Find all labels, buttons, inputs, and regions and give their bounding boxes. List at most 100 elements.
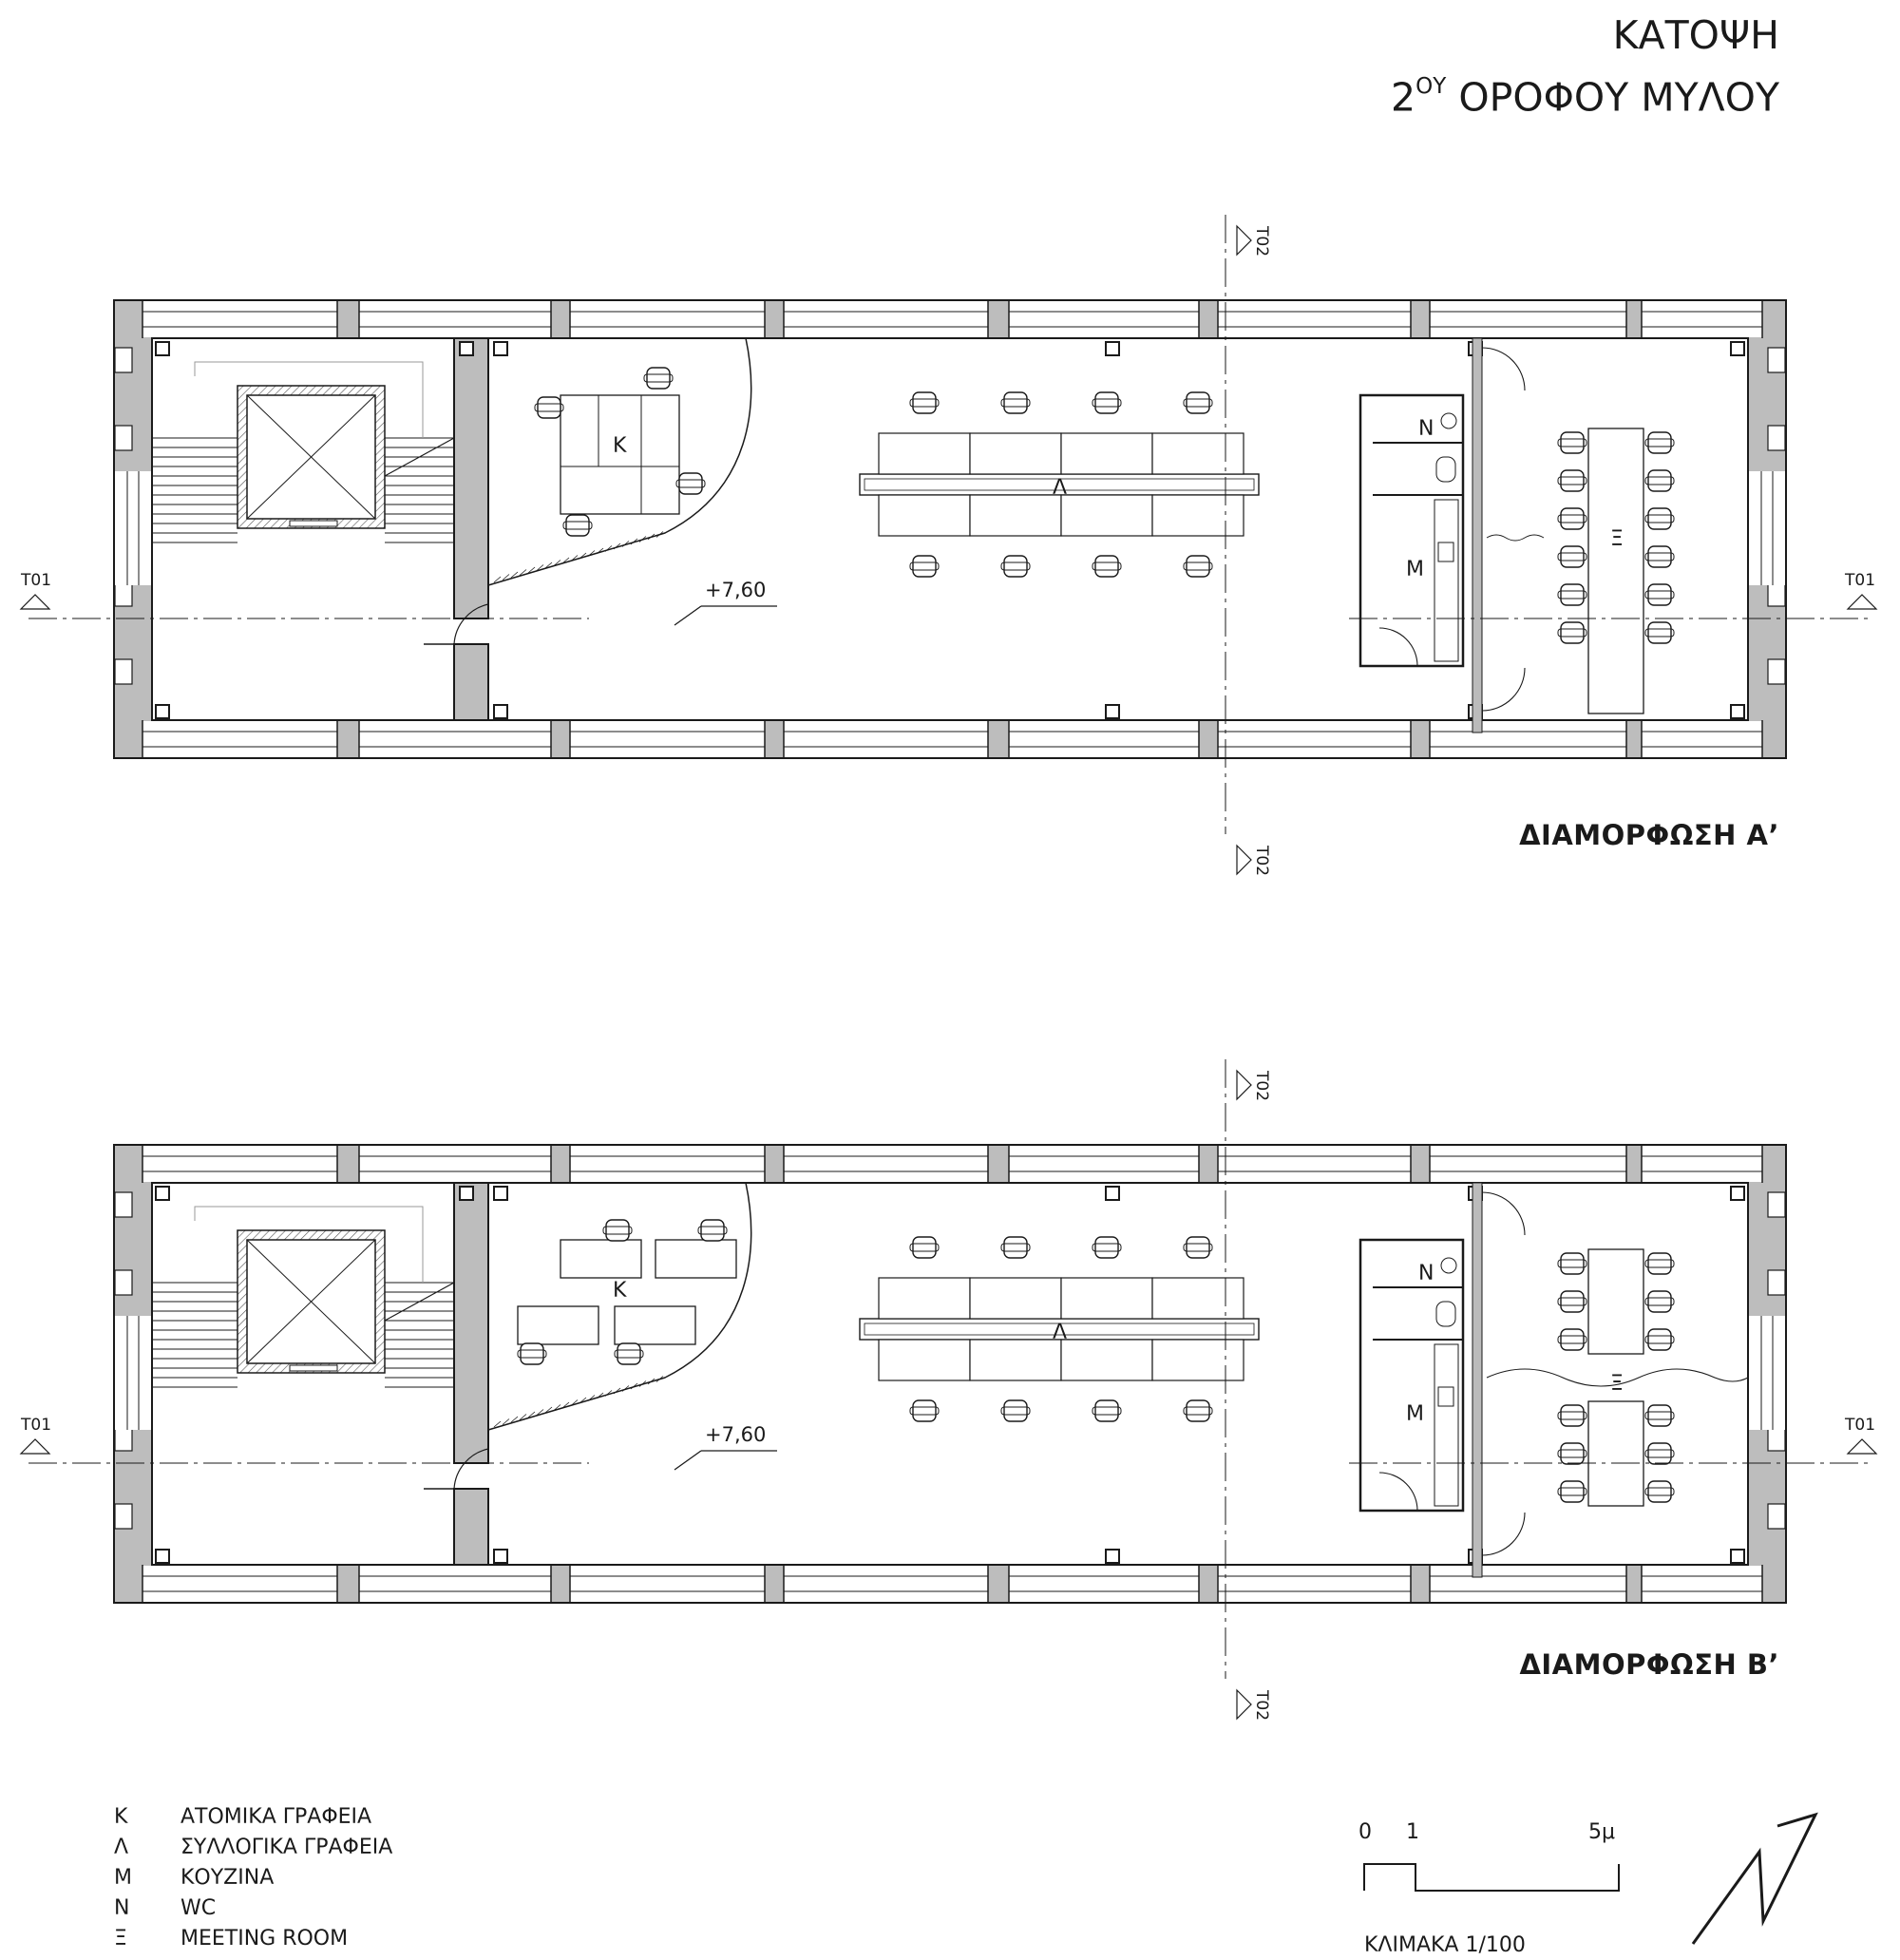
room-letter-m: Μ: [1406, 558, 1424, 581]
curtain-mark: [596, 1392, 604, 1399]
curtain-mark: [638, 536, 647, 542]
curtain-mark: [502, 1418, 510, 1425]
legend-key: Ν: [114, 1896, 130, 1920]
kitchen-counter: [1434, 1343, 1459, 1507]
glass-partition: [1472, 337, 1483, 733]
desk: [878, 494, 971, 537]
section-marker-icon: [1236, 844, 1252, 876]
section-label-t01-right: T01: [1844, 571, 1875, 590]
chair-arm: [1644, 1297, 1675, 1306]
curtain-mark: [587, 1395, 596, 1401]
window: [1009, 1146, 1199, 1182]
room-letter-k: Κ: [613, 1279, 627, 1303]
legend-text: ΚΟΥΖΙΝΑ: [180, 1866, 275, 1890]
curtain-mark: [621, 541, 630, 547]
section-label-t01-left: T01: [20, 571, 51, 590]
curved-partition: [487, 1182, 752, 1431]
chair: [1647, 507, 1672, 530]
room-letter-lambda: Λ: [1053, 476, 1067, 500]
chair: [1094, 1236, 1119, 1259]
chair: [1186, 391, 1210, 414]
chair: [1647, 1404, 1672, 1427]
chair-arm: [1557, 438, 1587, 447]
chair-arm: [562, 521, 593, 530]
section-label-t02-top: T02: [1252, 225, 1271, 257]
kitchen-sink: [1437, 1386, 1454, 1407]
window: [359, 1146, 551, 1182]
chair: [617, 1342, 641, 1365]
room-letter-m: Μ: [1406, 1402, 1424, 1426]
room-letter-lambda: Λ: [1053, 1321, 1067, 1344]
chair-arm: [1644, 1259, 1675, 1268]
chair-arm: [1644, 590, 1675, 599]
chair-arm: [1557, 476, 1587, 485]
column: [155, 1549, 170, 1564]
pilaster: [114, 1503, 133, 1530]
section-marker-icon: [19, 1438, 51, 1455]
pilaster: [114, 1191, 133, 1218]
title-floor-number: 2: [1391, 74, 1416, 121]
title-line-2: 2ΟΥ ΟΡΟΦΟΥ ΜΥΛΟΥ: [1391, 63, 1779, 125]
chair: [1647, 1442, 1672, 1465]
chair-arm: [602, 1226, 633, 1235]
chair-arm: [643, 373, 674, 383]
legend-text: WC: [180, 1896, 217, 1920]
column: [493, 341, 508, 356]
stair-rail: [194, 1206, 424, 1283]
desk: [1151, 1339, 1244, 1381]
section-marker-icon: [1236, 224, 1252, 257]
curtain-mark: [510, 571, 519, 579]
column: [493, 704, 508, 719]
section-marker-icon: [1236, 1688, 1252, 1721]
chair: [1560, 469, 1585, 492]
chair: [605, 1219, 630, 1242]
meeting-table: [1587, 1400, 1644, 1507]
chair: [1186, 1236, 1210, 1259]
curved-partition: [487, 337, 752, 586]
office-desk: [560, 1239, 642, 1279]
window: [1430, 1566, 1626, 1602]
window: [784, 1146, 988, 1182]
curtain-mark: [510, 1416, 519, 1423]
chair: [1003, 1236, 1028, 1259]
chair-arm: [1000, 398, 1031, 408]
chair-arm: [1557, 1297, 1587, 1306]
curtain-mark: [527, 566, 536, 574]
north-arrow-icon: [1691, 1812, 1818, 1945]
window: [1009, 1566, 1199, 1602]
column: [155, 341, 170, 356]
curtain-mark: [613, 542, 621, 550]
chair-arm: [697, 1226, 728, 1235]
chair: [1560, 1328, 1585, 1351]
curtain-mark: [621, 1385, 630, 1392]
window: [1430, 1146, 1626, 1182]
chair: [1003, 391, 1028, 414]
section-marker-icon: [1236, 1069, 1252, 1101]
room-letter-k: Κ: [613, 434, 627, 458]
chair: [1647, 1290, 1672, 1313]
curtain-mark: [519, 569, 527, 576]
window: [359, 301, 551, 337]
window: [784, 721, 988, 757]
door-swing: [1481, 667, 1526, 712]
door-swing: [1481, 1191, 1526, 1236]
chair-arm: [1092, 398, 1122, 408]
column: [1730, 341, 1745, 356]
title-floor-suffix: ΟΥ: [1416, 74, 1447, 99]
window: [142, 721, 337, 757]
chair-arm: [1644, 1487, 1675, 1496]
legend-text: ΑΤΟΜΙΚΑ ΓΡΑΦΕΙΑ: [180, 1805, 372, 1829]
window: [570, 1146, 765, 1182]
column: [493, 1186, 508, 1201]
pilaster: [114, 658, 133, 685]
chair: [1647, 1480, 1672, 1503]
door-swing: [1378, 627, 1418, 667]
legend-item: Ν WC: [114, 1896, 513, 1925]
curtain-mark: [579, 1397, 587, 1404]
desk-spine-inner: [864, 1323, 1255, 1336]
column: [459, 341, 474, 356]
stair-rail: [194, 361, 424, 438]
pilaster: [1767, 425, 1786, 451]
elevator-door: [289, 520, 338, 527]
scale-bar: [1363, 1863, 1620, 1892]
